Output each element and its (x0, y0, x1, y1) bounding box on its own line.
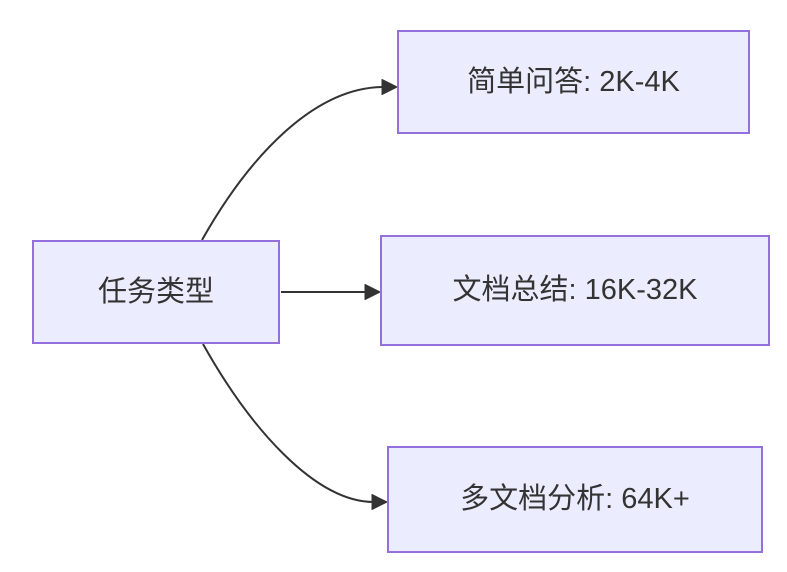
node-simple-qa-label: 简单问答: 2K-4K (467, 65, 680, 98)
edge-root-to-multi-doc (202, 343, 388, 510)
edge-root-to-doc-summary (281, 284, 381, 300)
node-multi-doc: 多文档分析: 64K+ (387, 446, 763, 553)
arrowhead-icon (371, 494, 388, 510)
node-simple-qa: 简单问答: 2K-4K (397, 30, 750, 134)
node-task-type-label: 任务类型 (97, 275, 214, 308)
node-doc-summary-label: 文档总结: 16K-32K (452, 274, 698, 307)
node-doc-summary: 文档总结: 16K-32K (380, 235, 770, 346)
node-task-type: 任务类型 (32, 240, 280, 344)
arrowhead-icon (381, 79, 398, 95)
edge-root-to-simple-qa (201, 79, 398, 241)
arrowhead-icon (364, 284, 381, 300)
node-multi-doc-label: 多文档分析: 64K+ (460, 483, 690, 516)
